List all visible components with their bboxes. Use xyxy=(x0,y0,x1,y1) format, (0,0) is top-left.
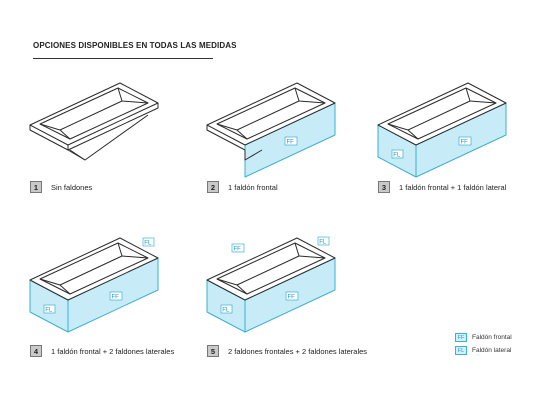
option-number-badge: 5 xyxy=(207,345,219,357)
option-label: 1 faldón frontal + 1 faldón lateral xyxy=(399,182,507,192)
tag-lateral: FL xyxy=(45,308,53,314)
option-number-badge: 1 xyxy=(30,181,42,193)
option-label: Sin faldones xyxy=(51,182,93,192)
bathtub-option-2: FF xyxy=(206,82,336,178)
option-3-caption: 3 1 faldón frontal + 1 faldón lateral xyxy=(378,181,506,193)
option-number-badge: 2 xyxy=(207,181,219,193)
bathtub-option-1 xyxy=(29,82,159,161)
option-2-caption: 2 1 faldón frontal xyxy=(207,181,278,193)
tag-lateral: FL xyxy=(222,308,230,314)
option-1-caption: 1 Sin faldones xyxy=(30,181,92,193)
option-number-badge: 3 xyxy=(378,181,390,193)
bathtub-option-5: FF FL FL FF xyxy=(206,236,336,333)
tag-lateral: FL xyxy=(144,241,152,247)
bathtub-option-3: FL FF xyxy=(377,82,507,178)
option-5-caption: 5 2 faldones frontales + 2 faldones late… xyxy=(207,345,367,357)
legend-swatch: FF xyxy=(455,333,467,342)
title-underline xyxy=(33,58,213,59)
option-label: 1 faldón frontal + 2 faldones laterales xyxy=(51,346,175,356)
legend-item-frontal: FF Faldón frontal xyxy=(455,333,512,342)
legend-label: Faldón frontal xyxy=(472,334,512,341)
tag-lateral: FL xyxy=(319,240,327,246)
legend-label: Faldón lateral xyxy=(472,347,512,354)
tag-frontal: FF xyxy=(287,140,295,146)
bathtub-option-4: FL FL FF xyxy=(29,237,159,333)
option-number-badge: 4 xyxy=(30,345,42,357)
option-4-caption: 4 1 faldón frontal + 2 faldones laterale… xyxy=(30,345,174,357)
tag-frontal: FF xyxy=(112,295,120,301)
legend-swatch: FL xyxy=(455,346,467,355)
legend-item-lateral: FL Faldón lateral xyxy=(455,346,511,355)
tag-frontal: FF xyxy=(288,295,296,301)
section-title: OPCIONES DISPONIBLES EN TODAS LAS MEDIDA… xyxy=(33,41,237,50)
tag-frontal: FF xyxy=(234,247,242,253)
option-label: 1 faldón frontal xyxy=(228,182,278,192)
tag-frontal: FF xyxy=(461,140,469,146)
option-label: 2 faldones frontales + 2 faldones latera… xyxy=(228,346,368,356)
tag-lateral: FL xyxy=(393,153,401,159)
